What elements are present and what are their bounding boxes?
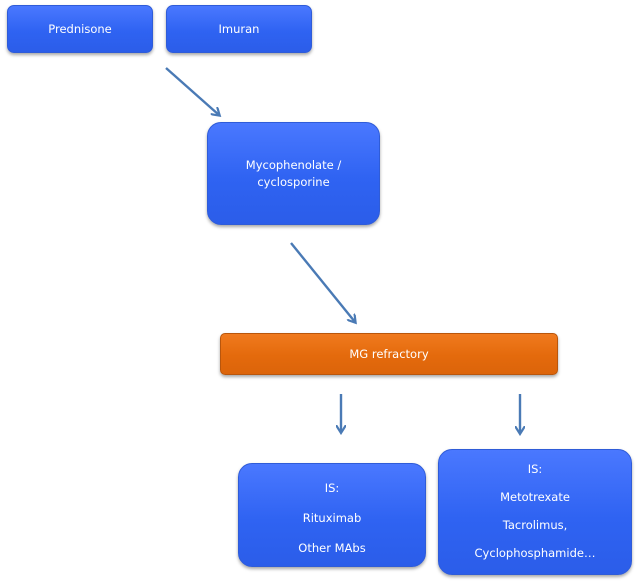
- node-is-right-cyclophosphamide: Cyclophosphamide…: [474, 546, 596, 560]
- node-prednisone-label: Prednisone: [48, 22, 112, 36]
- node-mycophenolate-line-1: Mycophenolate /: [245, 157, 342, 172]
- node-is-left-heading: IS:: [324, 481, 340, 495]
- node-is-left-other-mabs: Other MAbs: [298, 541, 366, 555]
- node-prednisone: Prednisone: [7, 5, 153, 53]
- node-is-rituximab: IS: Rituximab Other MAbs: [238, 463, 426, 567]
- node-imuran-label: Imuran: [218, 22, 260, 36]
- arrow-imuran-to-mycophenolate: [165, 67, 219, 115]
- node-mycophenolate-line-2: cyclosporine: [257, 174, 330, 189]
- node-is-right-tacrolimus: Tacrolimus,: [502, 518, 568, 532]
- node-mg-refractory-label: MG refractory: [349, 347, 429, 361]
- node-is-right-metotrexate: Metotrexate: [500, 490, 570, 504]
- node-mg-refractory: MG refractory: [220, 333, 558, 375]
- node-is-metotrexate: IS: Metotrexate Tacrolimus, Cyclophospha…: [438, 449, 632, 575]
- node-is-left-rituximab: Rituximab: [302, 511, 362, 525]
- node-mycophenolate-cyclosporine: Mycophenolate / cyclosporine: [207, 122, 380, 225]
- arrow-mycophenolate-to-mg-refractory: [290, 242, 355, 322]
- node-is-right-heading: IS:: [527, 462, 543, 476]
- node-imuran: Imuran: [166, 5, 312, 53]
